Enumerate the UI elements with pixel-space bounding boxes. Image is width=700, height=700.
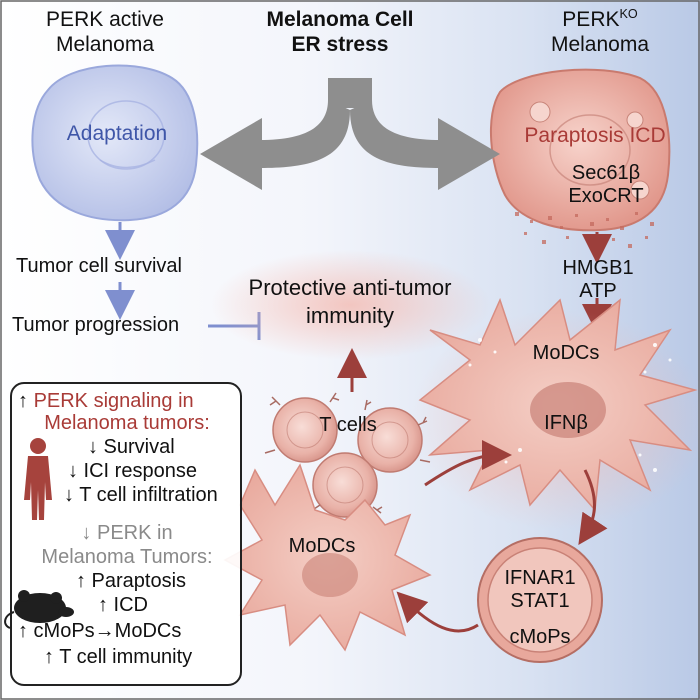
legend-heading-line2: Melanoma tumors: [44, 412, 210, 434]
right-title-line1: PERKKO [562, 7, 638, 31]
hmgb1-label: HMGB1 [562, 257, 634, 279]
arrow-cmop-to-modc [396, 591, 479, 633]
right-title-line2: Melanoma [550, 33, 650, 56]
exocrt-label: ExoCRT [568, 185, 644, 207]
left-title-line2: Melanoma [55, 33, 155, 56]
perk-active-cell [31, 64, 199, 222]
modc-left-label: MoDCs [288, 535, 356, 557]
adaptation-label: Adaptation [66, 122, 168, 145]
legend-box [10, 382, 242, 686]
modc-left-cell [223, 463, 432, 652]
arrow-modc-to-cmop [578, 469, 608, 545]
cmops-label: cMoPs [509, 626, 571, 648]
legend-human-item-1: ↓ Survival [88, 436, 175, 458]
paraptosis-icd-label: Paraptosis ICD [524, 124, 666, 147]
immunity-line2: immunity [305, 303, 395, 328]
immunity-glow [210, 250, 490, 360]
legend-mouse-item-4: ↑ T cell immunity [44, 646, 193, 668]
legend-mouse-item-2: ↑ ICD [98, 594, 148, 616]
er-stress-split-arrow [200, 78, 500, 190]
sec61b-label: Sec61β [571, 162, 641, 184]
cmop-cell [477, 537, 603, 663]
arrow-tcells-to-modc [424, 440, 512, 487]
legend-human-item-2: ↓ ICI response [68, 460, 197, 482]
center-title-line2: ER stress [291, 33, 389, 56]
legend-heading-line1: ↑ PERK signaling in [18, 390, 194, 412]
stat1-label: STAT1 [510, 590, 570, 612]
t-cells-label: T cells [319, 414, 377, 436]
left-title-line1: PERK active [46, 8, 164, 31]
tumor-progression-label: Tumor progression [12, 314, 180, 336]
legend-mouse-item-3: ↑ cMoPs→MoDCs [18, 620, 182, 642]
center-title-line1: Melanoma Cell [266, 8, 414, 31]
perk-ko-cell [490, 68, 671, 232]
sparkles [468, 338, 672, 472]
ifnar1-label: IFNAR1 [504, 567, 576, 589]
legend-mouse-heading-line1: ↓ PERK in [81, 522, 173, 544]
immunity-line1: Protective anti-tumor [248, 275, 452, 300]
legend-human-item-3: ↓ T cell infiltration [64, 484, 218, 506]
legend-mouse-heading-line2: Melanoma Tumors: [41, 546, 213, 568]
modc-right-label: MoDCs [532, 342, 600, 364]
ifnb-label: IFNβ [544, 412, 588, 434]
debris-particles [515, 212, 654, 248]
atp-label: ATP [579, 280, 617, 302]
t-cells-cluster [264, 392, 431, 518]
legend-mouse-item-1: ↑ Paraptosis [76, 570, 187, 592]
tumor-cell-survival-label: Tumor cell survival [16, 255, 182, 277]
